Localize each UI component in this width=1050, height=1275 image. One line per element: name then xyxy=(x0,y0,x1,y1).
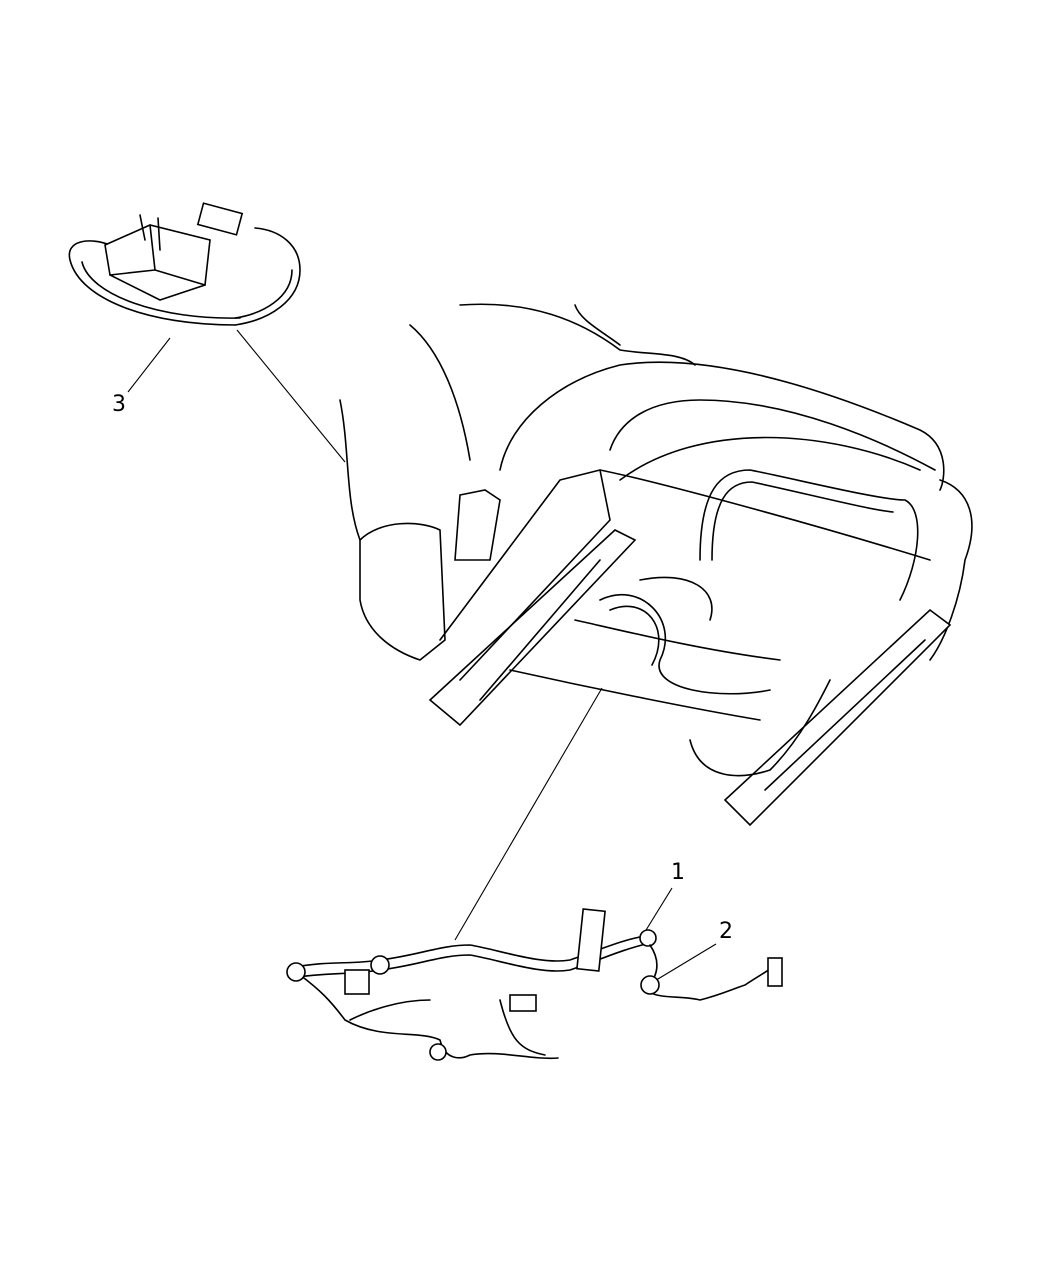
wiring-harness-part-1 xyxy=(286,908,657,1061)
callout-2: 2 xyxy=(719,919,733,944)
leader-line-3 xyxy=(127,337,171,393)
callout-3: 3 xyxy=(112,392,126,417)
seat-frame xyxy=(339,303,973,827)
leader-line-1 xyxy=(642,887,673,936)
leader-line-module xyxy=(236,329,346,463)
seat-module-part-3 xyxy=(68,202,301,326)
leader-line-2 xyxy=(647,943,717,986)
callout-1: 1 xyxy=(671,860,685,885)
leader-line-harness xyxy=(454,687,603,941)
wiring-harness-part-2 xyxy=(640,944,783,1001)
